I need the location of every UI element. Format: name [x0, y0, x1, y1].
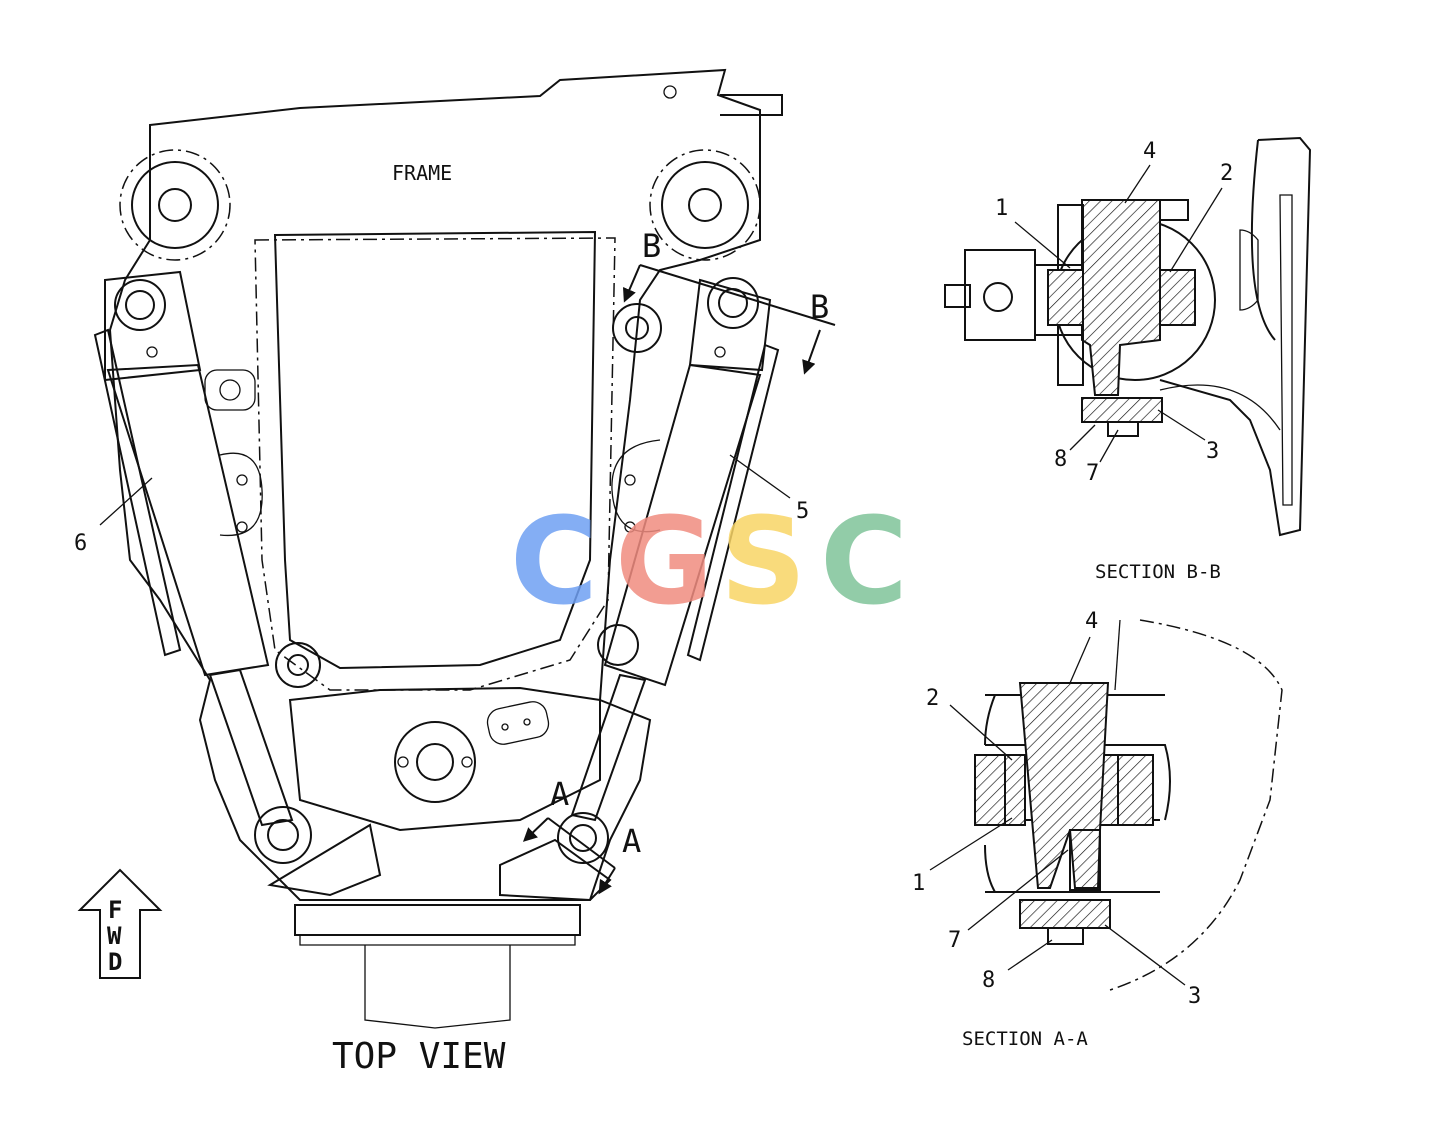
watermark-logo: C G S C [510, 493, 908, 632]
aa-callout-7: 7 [948, 928, 961, 953]
watermark-letter-2: G [615, 493, 714, 632]
aa-callout-8: 8 [982, 968, 995, 993]
section-marker-b: B B [622, 227, 836, 375]
marker-b-upper: B [642, 227, 661, 265]
marker-a-lower: A [622, 822, 641, 860]
aa-callout-2: 2 [926, 686, 939, 711]
frame-outline [108, 68, 761, 901]
cylinder-right [557, 277, 780, 864]
bb-callout-8: 8 [1054, 447, 1067, 472]
frame-label: FRAME [392, 161, 452, 185]
marker-b-lower: B [810, 288, 829, 326]
bb-callout-2: 2 [1220, 161, 1233, 186]
section-marker-a: A A [522, 775, 641, 895]
callout-5: 5 [796, 499, 809, 524]
section-aa-drawing [974, 619, 1283, 991]
fwd-letter-f: F [108, 896, 122, 924]
bb-callout-7: 7 [1086, 461, 1099, 486]
callout-6: 6 [74, 531, 87, 556]
watermark-letter-3: S [720, 493, 806, 632]
section-bb-drawing [944, 136, 1312, 537]
marker-a-upper: A [550, 775, 569, 813]
bb-callout-1: 1 [995, 196, 1008, 221]
top-view-title: TOP VIEW [332, 1036, 506, 1077]
watermark-letter-4: C [820, 493, 908, 632]
cylinder-left [93, 270, 312, 864]
forward-arrow-icon: F W D [77, 868, 163, 979]
aa-callout-4: 4 [1085, 609, 1098, 634]
aa-callout-3: 3 [1188, 984, 1201, 1009]
watermark-letter-1: C [510, 493, 598, 632]
bb-callout-3: 3 [1206, 439, 1219, 464]
top-view-drawing [93, 68, 783, 1029]
aa-callout-1: 1 [912, 871, 925, 896]
fwd-letter-w: W [107, 922, 122, 950]
section-bb-title: SECTION B-B [1095, 561, 1221, 583]
section-aa-title: SECTION A-A [962, 1028, 1088, 1050]
bb-callout-4: 4 [1143, 139, 1156, 164]
fwd-letter-d: D [108, 948, 122, 976]
